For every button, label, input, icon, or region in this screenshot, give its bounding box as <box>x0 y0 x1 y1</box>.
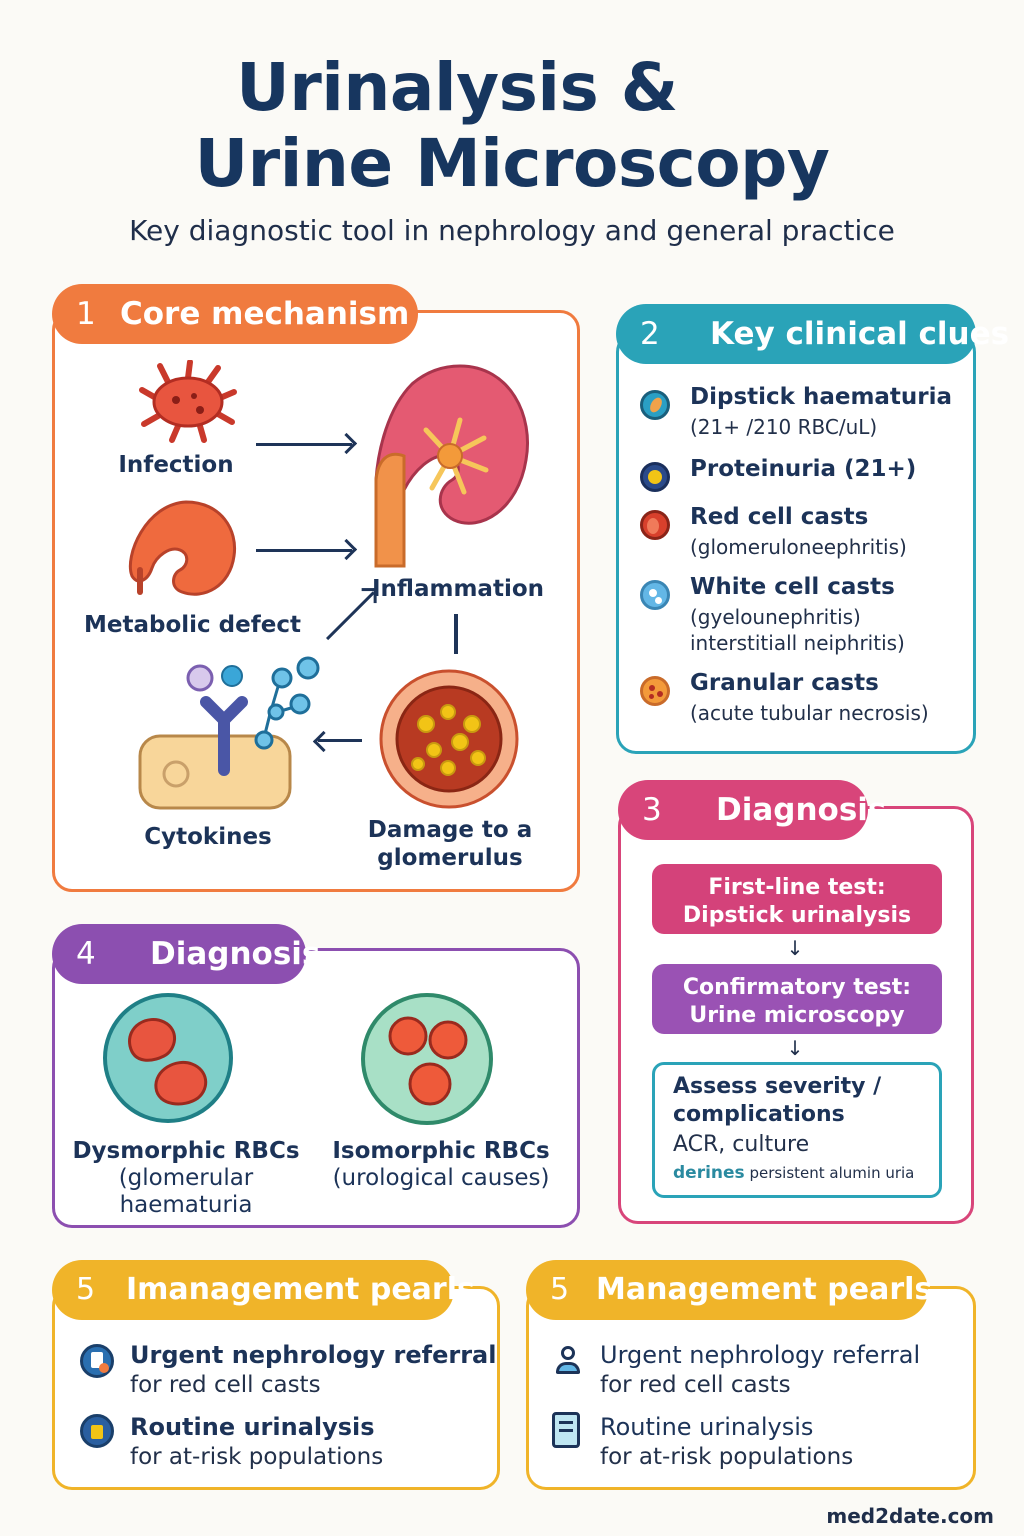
pearl-heading: Routine urinalysis <box>600 1413 814 1441</box>
title-line-2: Urine Microscopy <box>194 125 830 202</box>
cytokine-receptor-icon <box>138 656 320 810</box>
protein-icon <box>640 462 670 492</box>
clue-subtext: (21+ /210 RBC/uL) <box>690 415 878 439</box>
step-line: complications <box>673 1102 845 1127</box>
tab-management-pearls-left: 5 Imanagement pearls <box>52 1260 475 1320</box>
isomorphic-rbc-icon <box>361 993 493 1125</box>
step-note-rest: persistent alumin uria <box>744 1164 915 1182</box>
kidney-small-icon <box>129 500 237 596</box>
label-dysmorphic: Dysmorphic RBCs (glomerular haematuria <box>72 1138 300 1219</box>
step-line: Urine microscopy <box>689 1003 905 1028</box>
step-line: First-line test: <box>708 875 886 900</box>
footer-site: med2date.com <box>826 1504 994 1528</box>
label-damage-line1: Damage to a <box>367 817 533 843</box>
tab-title: Core mechanism <box>120 296 410 332</box>
clue-subtext: (gyelounephritis) interstitiall neiphrit… <box>690 604 905 656</box>
tab-number: 3 <box>642 792 662 828</box>
panel-management-pearls-right <box>526 1286 976 1490</box>
tab-title: Diagnosis <box>150 936 321 972</box>
clue-heading: Granular casts <box>690 670 879 696</box>
kidney-inflamed-icon <box>374 364 529 568</box>
label-damage-line2: glomerulus <box>377 845 523 871</box>
glomerulus-icon <box>379 669 519 809</box>
arrow-damage-to-cytokines <box>318 739 362 742</box>
clue-heading: Proteinuria (21+) <box>690 456 917 482</box>
step-line: Assess severity / <box>673 1074 882 1099</box>
step-note-bold: derines <box>673 1163 745 1183</box>
clue-subtext-line2: interstitiall neiphritis) <box>690 631 905 655</box>
bacteria-icon <box>139 360 237 443</box>
referral-icon <box>80 1344 114 1378</box>
arrow-metabolic <box>256 549 352 552</box>
tab-core-mechanism: 1 Core mechanism <box>52 284 418 344</box>
red-cell-icon <box>640 510 670 540</box>
dysmorphic-rbc-icon <box>103 993 233 1123</box>
label-infection: Infection <box>118 452 234 478</box>
page-subtitle: Key diagnostic tool in nephrology and ge… <box>129 214 895 247</box>
clue-heading: Dipstick haematuria <box>690 384 953 410</box>
tab-number: 1 <box>76 296 96 332</box>
label-dysmorphic-line2: (glomerular <box>118 1165 254 1191</box>
tab-title: Imanagement pearls <box>126 1272 475 1307</box>
label-isomorphic-line1: Isomorphic RBCs <box>332 1138 550 1164</box>
tab-number: 2 <box>640 316 660 352</box>
step-assess-severity: Assess severity / complications ACR, cul… <box>652 1062 942 1198</box>
granular-icon <box>640 676 670 706</box>
label-metabolic-defect: Metabolic defect <box>84 612 301 638</box>
cell-icon <box>640 390 670 420</box>
tab-title: Management pearls <box>596 1272 933 1307</box>
pearl-item: Urgent nephrology referral for red cell … <box>130 1340 496 1400</box>
clue-subtext: (acute tubular necrosis) <box>690 701 929 725</box>
label-isomorphic-line2: (urological causes) <box>332 1165 550 1191</box>
clue-heading: Red cell casts <box>690 504 869 530</box>
pearl-subtext: for at-risk populations <box>130 1444 384 1470</box>
pearl-subtext: for red cell casts <box>130 1372 321 1398</box>
pearl-subtext: for red cell casts <box>600 1372 791 1398</box>
tab-management-pearls-right: 5 Management pearls <box>526 1260 932 1320</box>
device-icon <box>552 1412 580 1448</box>
tab-number: 4 <box>76 936 96 972</box>
doctor-icon <box>552 1344 586 1378</box>
tab-diagnosis-steps: 3 Diagnosis <box>618 780 886 840</box>
page-title: Urinalysis & Urine Microscopy <box>0 50 1024 202</box>
label-isomorphic: Isomorphic RBCs (urological causes) <box>330 1138 552 1192</box>
tab-title: Diagnosis <box>716 792 887 828</box>
pearl-item: Routine urinalysis for at-risk populatio… <box>600 1412 853 1472</box>
pearl-subtext: for at-risk populations <box>600 1444 854 1470</box>
pearl-heading-text: Urgent nephrology referral <box>600 1341 921 1369</box>
step-line: Dipstick urinalysis <box>682 903 912 928</box>
pearl-heading: Routine urinalysis <box>130 1413 375 1441</box>
label-dysmorphic-line3: haematuria <box>119 1192 253 1218</box>
title-line-1: Urinalysis & <box>236 49 678 126</box>
pearl-item: Routine urinalysis for at-risk populatio… <box>130 1412 383 1472</box>
clue-subtext-line1: (gyelounephritis) <box>690 605 861 629</box>
arrow-infection <box>256 443 352 446</box>
clue-subtext: (glomeruloneephritis) <box>690 535 907 559</box>
step-line: ACR, culture <box>673 1132 810 1157</box>
step-first-line-test: First-line test: Dipstick urinalysis <box>652 864 942 934</box>
white-cell-icon <box>640 580 670 610</box>
label-inflammation: Inflammation <box>372 576 545 602</box>
label-cytokines: Cytokines <box>144 824 272 850</box>
tab-key-clinical-clues: 2 Key clinical clues <box>616 304 1009 364</box>
pearl-item: Urgent nephrology referral for red cell … <box>600 1340 920 1400</box>
tab-number: 5 <box>76 1272 96 1307</box>
down-arrow-icon: ↓ <box>786 1036 804 1060</box>
down-arrow-icon: ↓ <box>786 936 804 960</box>
clue-heading: White cell casts <box>690 574 895 600</box>
urine-cup-icon <box>80 1414 114 1448</box>
label-dysmorphic-line1: Dysmorphic RBCs <box>72 1138 300 1164</box>
step-confirmatory-test: Confirmatory test: Urine microscopy <box>652 964 942 1034</box>
pearl-heading: Urgent nephrology referral <box>600 1340 920 1370</box>
step-note: derines persistent alumin uria <box>673 1161 939 1185</box>
connector-line <box>454 614 458 654</box>
label-damage: Damage to a glomerulus <box>360 816 540 872</box>
tab-title: Key clinical clues <box>710 316 1010 352</box>
tab-diagnosis-rbcs: 4 Diagnosis <box>52 924 320 984</box>
pearl-heading: Urgent nephrology referral <box>130 1341 497 1369</box>
tab-number: 5 <box>550 1272 570 1307</box>
step-line: Confirmatory test: <box>682 975 912 1000</box>
